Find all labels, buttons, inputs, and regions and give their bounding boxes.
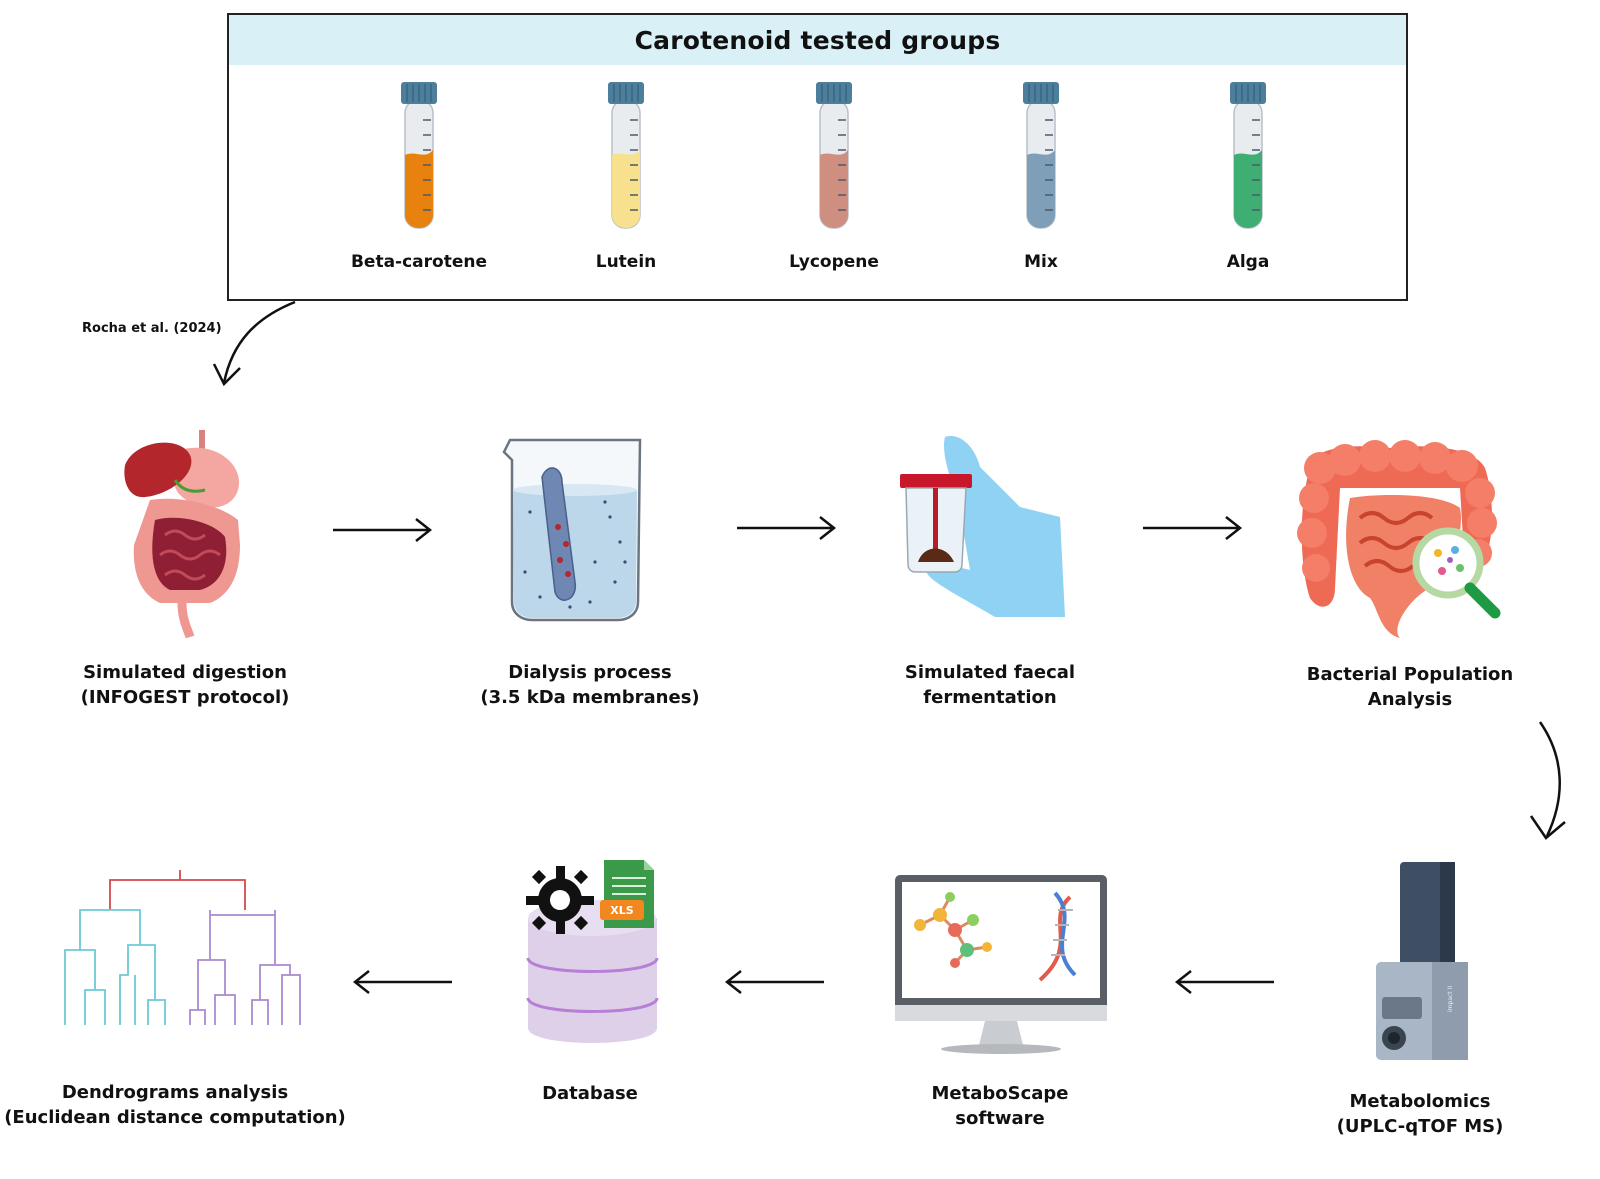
curved-arrow-to-metabolomics bbox=[1529, 721, 1566, 840]
tube-label: Alga bbox=[1226, 252, 1270, 272]
step-label-dendrogram: Dendrograms analysis(Euclidean distance … bbox=[4, 1082, 346, 1128]
panel-title: Carotenoid tested groups bbox=[634, 25, 1001, 55]
dialysis-beaker-icon bbox=[502, 438, 642, 622]
step-label-metabolomics: Metabolomics(UPLC-qTOF MS) bbox=[1336, 1091, 1504, 1137]
arrow-metabolomics-to-metaboscape bbox=[1174, 970, 1274, 994]
spreadsheet-file-icon: XLS bbox=[600, 860, 654, 928]
step-label-database: Database bbox=[542, 1083, 638, 1104]
test-tube-icon bbox=[608, 82, 644, 229]
arrow-digestion-to-dialysis bbox=[333, 518, 433, 542]
digestive-system-icon bbox=[124, 430, 240, 639]
test-tube-icon bbox=[401, 82, 437, 229]
panel-header: Carotenoid tested groups bbox=[229, 15, 1406, 65]
arrow-database-to-dendrogram bbox=[352, 970, 452, 994]
instrument-text: impact II bbox=[1447, 986, 1454, 1012]
computer-monitor-icon bbox=[895, 875, 1107, 1054]
tube-label: Mix bbox=[1024, 252, 1058, 272]
arrow-fermentation-to-bacterial bbox=[1143, 516, 1243, 540]
tube-label: Lycopene bbox=[789, 252, 879, 272]
intestine-magnifier-icon bbox=[1297, 440, 1501, 638]
tube-label: Beta-carotene bbox=[350, 252, 488, 272]
arrow-dialysis-to-fermentation bbox=[737, 516, 837, 540]
test-tube-icon bbox=[1230, 82, 1266, 229]
sample-container-hand-icon bbox=[900, 436, 1065, 617]
tube-label: Lutein bbox=[595, 252, 657, 272]
arrow-metaboscape-to-database bbox=[724, 970, 824, 994]
test-tube-icon bbox=[1023, 82, 1059, 229]
test-tube-icon bbox=[816, 82, 852, 229]
step-label-dialysis: Dialysis process(3.5 kDa membranes) bbox=[480, 662, 700, 708]
xls-label: XLS bbox=[610, 904, 633, 917]
dendrogram-icon bbox=[64, 870, 301, 1025]
mass-spectrometer-icon: impact II bbox=[1376, 862, 1468, 1060]
curved-arrow-to-digestion bbox=[212, 300, 296, 387]
database-icon: XLS bbox=[526, 860, 659, 1043]
citation: Rocha et al. (2024) bbox=[82, 321, 222, 336]
step-label-digestion: Simulated digestion(INFOGEST protocol) bbox=[80, 662, 290, 708]
